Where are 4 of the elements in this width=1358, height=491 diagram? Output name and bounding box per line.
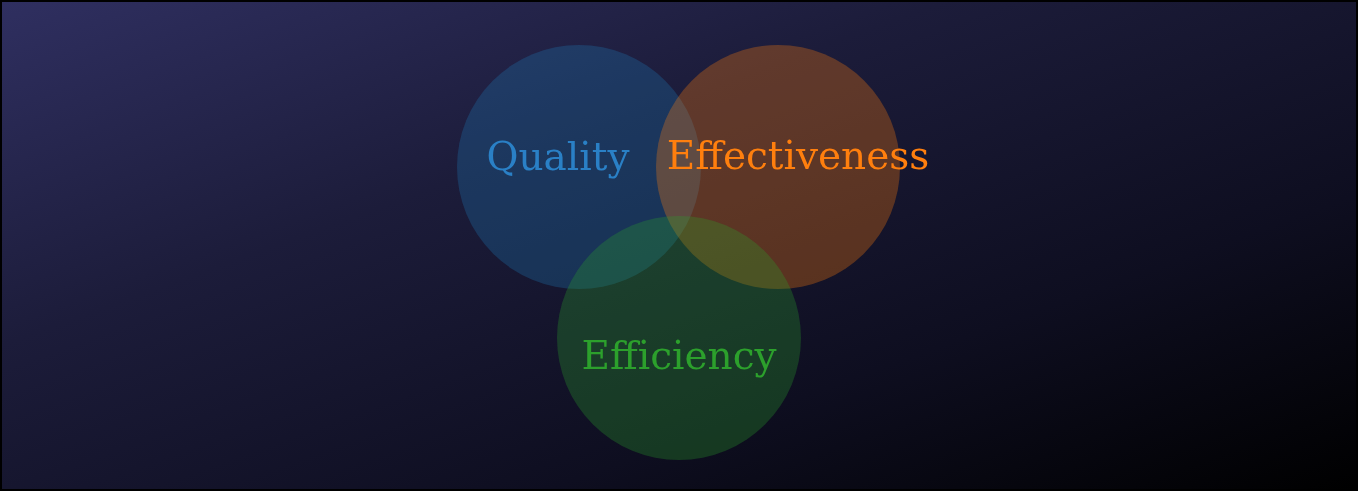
- circle-label: Effectiveness: [666, 133, 930, 179]
- venn-circle: [557, 216, 801, 460]
- circle-label: Efficiency: [581, 333, 777, 379]
- circle-label: Quality: [486, 134, 630, 180]
